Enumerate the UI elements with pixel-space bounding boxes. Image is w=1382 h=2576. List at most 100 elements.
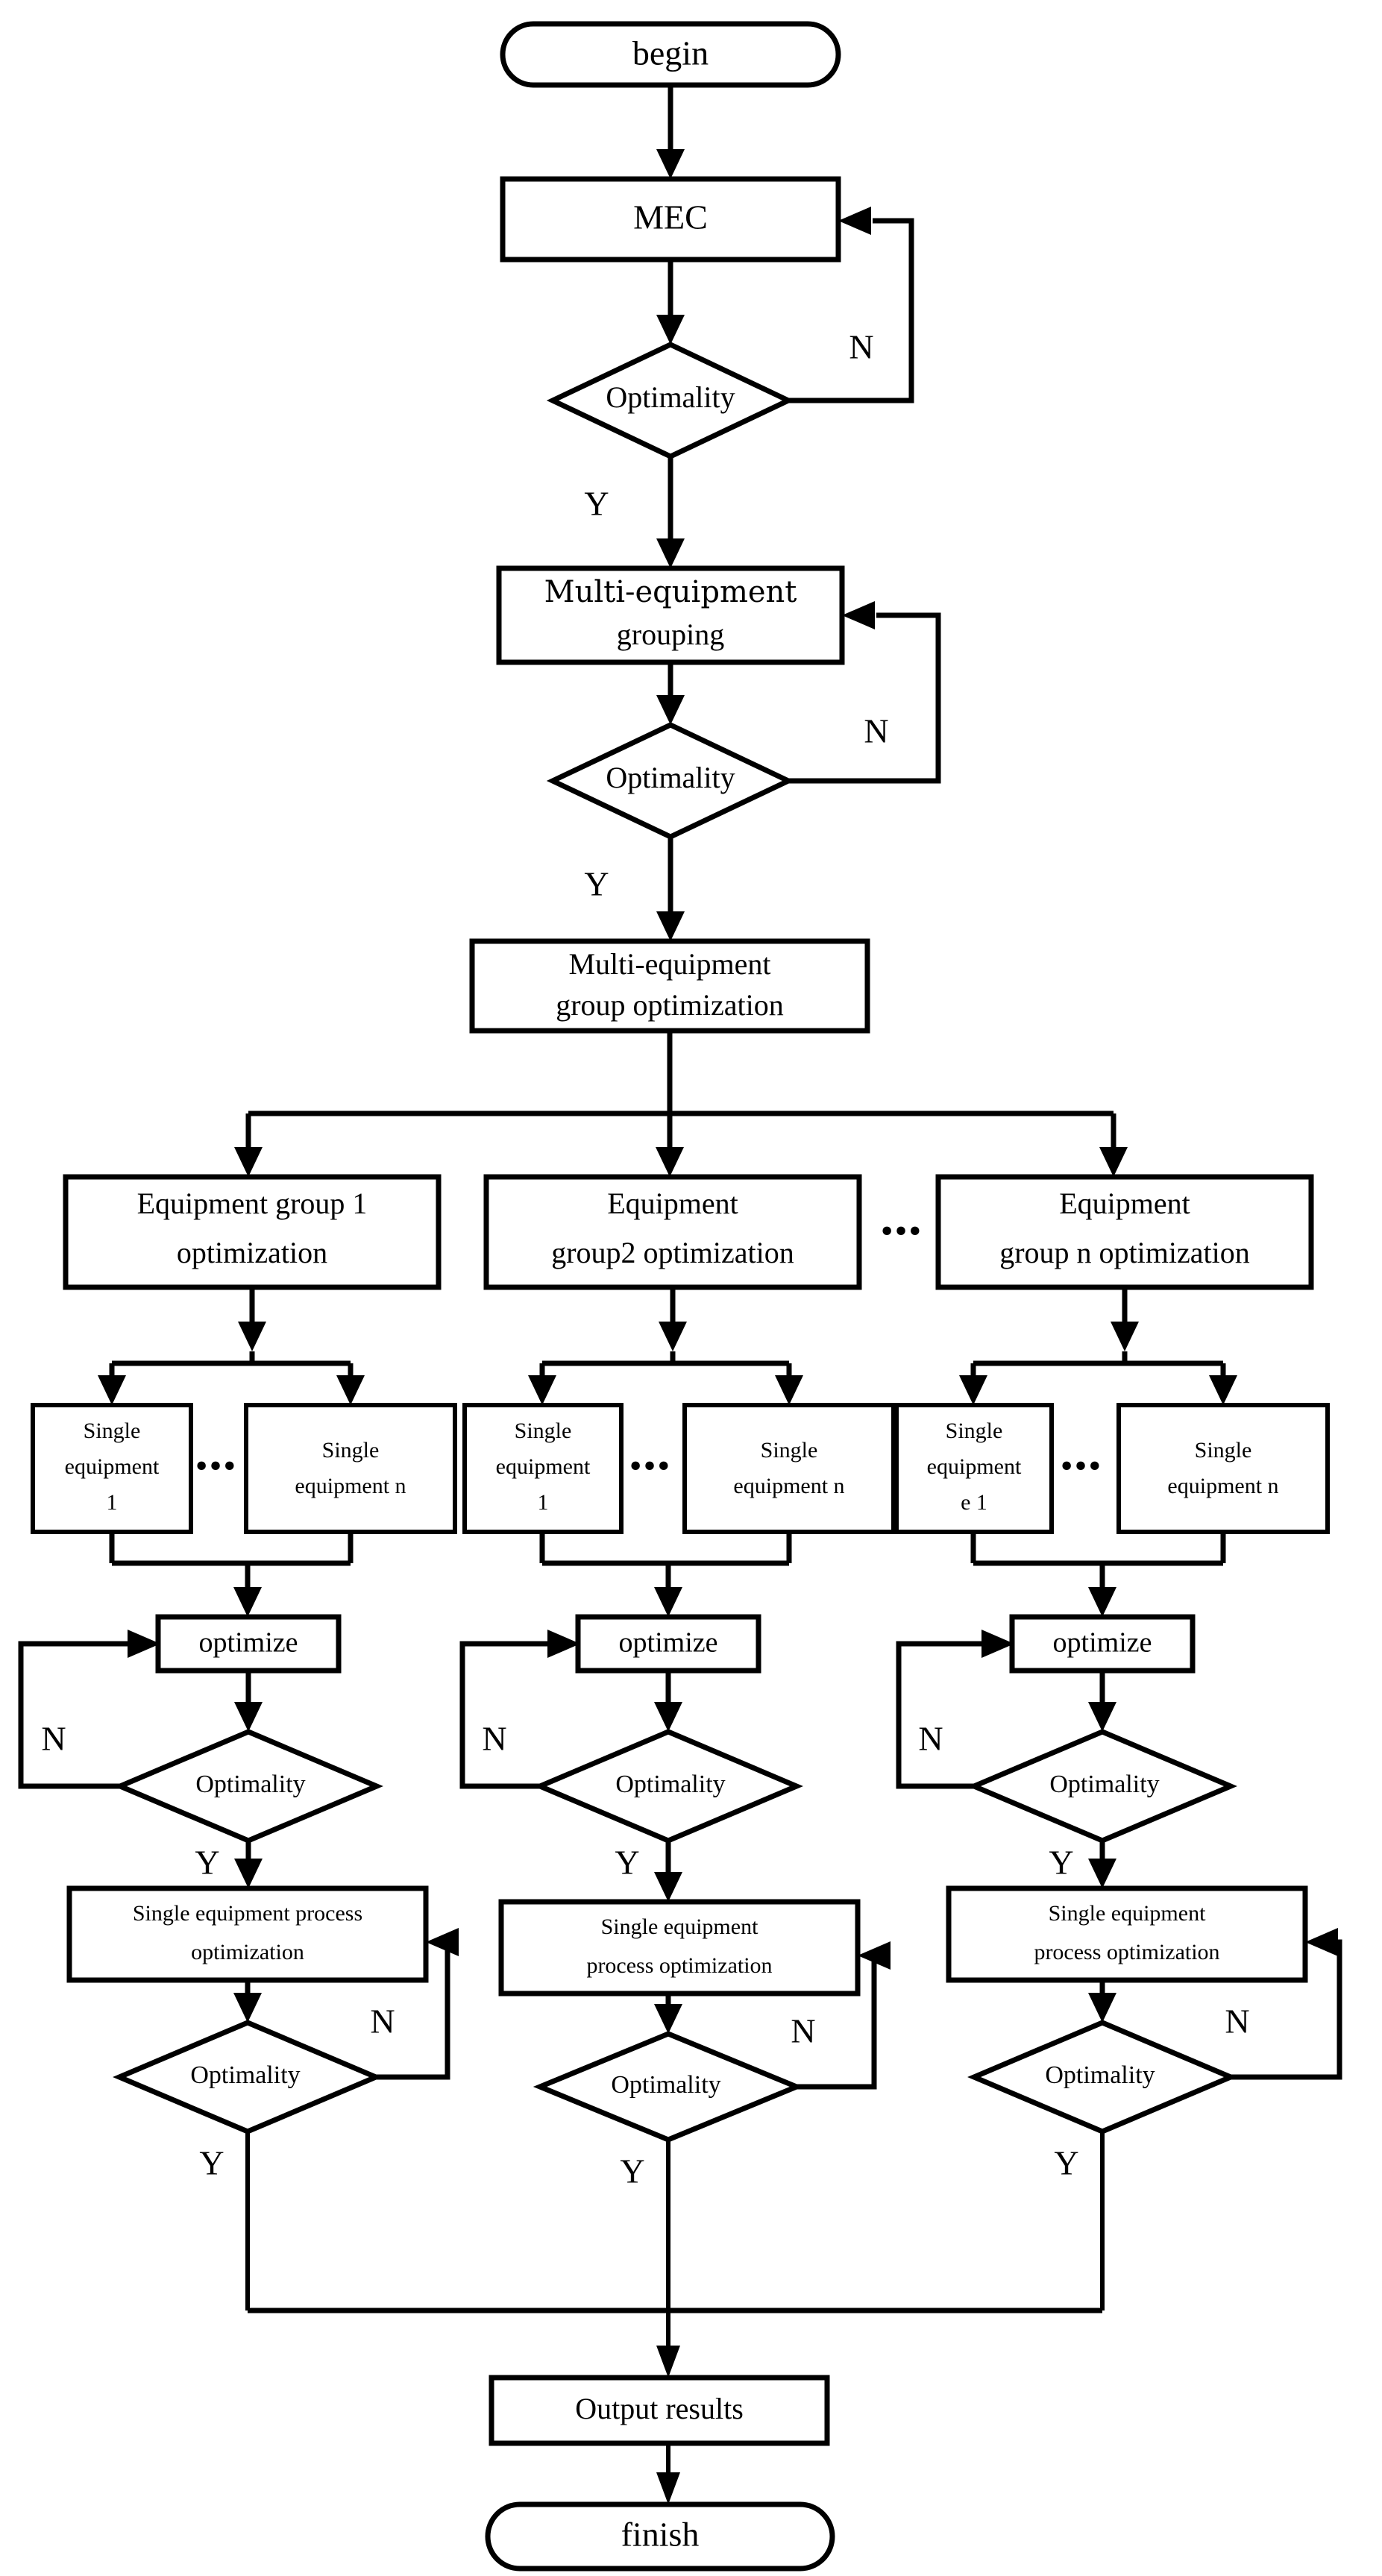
node-single-equipment-g2-first[interactable]: Single equipment 1 [462,1403,624,1534]
edge-process-opt-to-optimality-col2 [654,1994,682,2034]
optimize-col1-box-shape [155,1614,342,1674]
node-finish[interactable]: finish [485,2501,835,2572]
optimality-col1-bottom-label: Optimality [190,2061,300,2089]
node-optimality-col2-mid[interactable]: Optimality [533,1729,803,1844]
optimize-col2-label: optimize [619,1627,718,1659]
edge-optimality-col2-no-loop [459,1630,580,1789]
edge-begin-to-mec [656,85,685,179]
single-equipment-g1-first-line1: Single [84,1419,141,1443]
node-optimality-col3-mid[interactable]: Optimality [967,1729,1237,1844]
node-process-optimization-col2[interactable]: Single equipment process optimization [498,1899,861,1997]
edge-optimality-col1-yes [234,1841,263,1888]
edge-optimality-col2-bottom-no-loop [797,1941,891,2090]
process-optimization-col2-line2: process optimization [586,1953,772,1978]
single-equipment-g1-first-line3: 1 [107,1490,118,1515]
single-equipment-g3-last-line2: equipment n [1167,1474,1278,1498]
optimality-col1-yes-label: Y [195,1844,219,1882]
output-results-label: Output results [575,2392,744,2425]
output-results-box-shape [489,2375,830,2446]
node-optimize-col2[interactable]: optimize [575,1614,761,1674]
process-optimization-col1-line1: Single equipment process [133,1901,362,1926]
node-begin[interactable]: begin [500,21,841,88]
node-single-equipment-g2-last[interactable]: Single equipment n [682,1403,896,1534]
edge-group2-split [528,1287,803,1405]
optimality-col2-mid-label: Optimality [615,1771,725,1798]
node-optimality-col1-bottom[interactable]: Optimality [113,2020,383,2134]
optimality-col2-yes-label: Y [615,1844,639,1882]
optimality-col2-bottom-yes-label: Y [620,2152,644,2190]
process-optimization-col3-line2: process optimization [1034,1940,1219,1964]
node-multi-equipment-grouping[interactable]: Multi-equipment grouping [496,565,845,665]
optimality-col2-bottom-label: Optimality [611,2071,720,2099]
node-optimality-col2-bottom[interactable]: Optimality [533,2031,804,2143]
node-process-optimization-col3[interactable]: Single equipment process optimization [946,1885,1308,1983]
equipment-group-1-box-shape [63,1174,442,1290]
edge-optimality-col2-yes [654,1841,682,1902]
optimality-2-no-label: N [864,712,888,750]
edge-optimality-col1-no-loop [18,1630,160,1789]
single-equipment-g3-last-line1: Single [1195,1438,1252,1463]
node-single-equipment-g1-first[interactable]: Single equipment 1 [31,1403,193,1534]
optimality-col2-bottom-no-label: N [791,2012,815,2050]
optimality-1-no-label: N [849,328,873,366]
optimality-col1-mid-label: Optimality [195,1771,305,1798]
mec-box-shape [500,176,841,263]
finish-terminator-shape [485,2501,835,2572]
edge-group1-split [98,1287,365,1405]
node-optimize-col1[interactable]: optimize [155,1614,342,1674]
ellipsis-single-equipment-g3: ••• [1061,1446,1102,1486]
single-equipment-g1-last-box-shape [244,1403,457,1534]
node-process-optimization-col1[interactable]: Single equipment process optimization [66,1885,429,1983]
node-single-equipment-g3-first[interactable]: Single equipment e 1 [894,1403,1054,1534]
process-optimization-col1-line2: optimization [191,1940,304,1964]
single-equipment-g3-first-line3: e 1 [961,1490,987,1515]
optimality-col1-bottom-yes-label: Y [199,2144,224,2182]
single-equipment-g2-first-line2: equipment [496,1454,591,1479]
optimality-col3-bottom-no-label: N [1225,2002,1249,2041]
single-equipment-g2-first-box-shape [462,1403,624,1534]
edge-singles-merge-col1 [109,1532,354,1617]
edge-optimality2-yes [656,837,685,941]
edge-optimality-col1-bottom-no-loop [376,1928,459,2080]
node-optimize-col3[interactable]: optimize [1009,1614,1196,1674]
edge-bottom-merge [245,2132,1105,2378]
single-equipment-g3-first-line1: Single [946,1419,1003,1443]
optimize-col1-label: optimize [199,1627,298,1659]
multi-equipment-group-optimization-line2: group optimization [556,988,784,1022]
edge-mec-to-optimality1 [656,260,685,345]
node-equipment-group-1[interactable]: Equipment group 1 optimization [63,1174,442,1290]
node-equipment-group-n[interactable]: Equipment group n optimization [935,1174,1314,1290]
equipment-group-n-line2: group n optimization [999,1236,1250,1269]
edge-process-opt-to-optimality-col3 [1088,1980,1116,2023]
node-mec[interactable]: MEC [500,176,841,263]
single-equipment-g1-first-box-shape [31,1403,193,1534]
optimality-1-label: Optimality [606,380,735,414]
node-optimality-2[interactable]: Optimality [546,722,795,840]
edge-grouping-to-optimality2 [656,662,685,725]
optimality-col3-bottom-yes-label: Y [1054,2144,1078,2182]
node-single-equipment-g1-last[interactable]: Single equipment n [244,1403,457,1534]
equipment-group-2-box-shape [483,1174,862,1290]
optimality-col3-yes-label: Y [1049,1844,1073,1882]
node-single-equipment-g3-last[interactable]: Single equipment n [1116,1403,1330,1534]
node-equipment-group-2[interactable]: Equipment group2 optimization [483,1174,862,1290]
single-equipment-g3-last-box-shape [1116,1403,1330,1534]
node-optimality-col3-bottom[interactable]: Optimality [967,2020,1237,2134]
node-optimality-1[interactable]: Optimality [546,342,795,459]
node-optimality-col1-mid[interactable]: Optimality [113,1729,383,1844]
node-output-results[interactable]: Output results [489,2375,830,2446]
begin-label: begin [632,34,709,72]
edge-optimality-col3-yes [1088,1841,1116,1888]
single-equipment-g2-last-line1: Single [761,1438,818,1463]
edge-optimality2-no-loop [788,601,941,784]
optimize-col3-label: optimize [1053,1627,1152,1659]
optimality-col3-no-label: N [918,1720,943,1758]
edge-singles-merge-col3 [970,1532,1226,1617]
edge-singles-merge-col2 [539,1532,792,1617]
node-multi-equipment-group-optimization[interactable]: Multi-equipment group optimization [469,938,870,1034]
single-equipment-g2-last-box-shape [682,1403,896,1534]
equipment-group-n-box-shape [935,1174,1314,1290]
single-equipment-g2-first-line3: 1 [538,1490,549,1515]
optimality-col3-bottom-label: Optimality [1045,2061,1155,2089]
